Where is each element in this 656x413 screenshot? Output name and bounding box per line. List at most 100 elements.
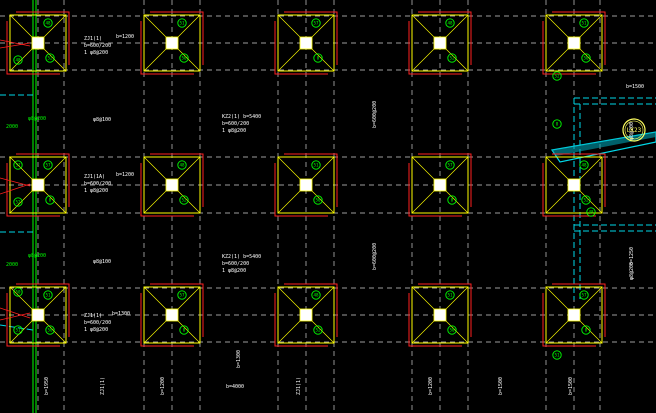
callout-circle — [311, 18, 321, 28]
cap-edge — [16, 283, 70, 337]
column — [31, 178, 45, 192]
pile-label: 1 φ8@200 — [84, 327, 108, 333]
callout-circle — [43, 18, 53, 28]
column — [567, 36, 581, 50]
callout-marker: 57 — [445, 160, 455, 170]
callout-number: 52 — [583, 198, 589, 203]
cap-edge — [140, 163, 194, 217]
callout-circle — [45, 53, 55, 63]
callout-number: 50 — [47, 328, 53, 333]
callout-number: 8 — [585, 328, 588, 333]
callout-circle — [13, 55, 23, 65]
callout-number: 52 — [449, 56, 455, 61]
callout-number: 50 — [449, 328, 455, 333]
callout-number: 51 — [15, 328, 21, 333]
callout-marker: 8 — [179, 325, 189, 335]
leader-line — [0, 42, 31, 49]
callout-marker: 52 — [552, 71, 562, 81]
cap-edge — [418, 153, 472, 207]
lk23-tag[interactable]: LK23 — [622, 118, 646, 142]
cap-outline — [143, 286, 201, 344]
right-wall-lines — [573, 97, 656, 300]
cap-edge — [16, 153, 70, 207]
pile-cap — [6, 283, 70, 347]
callout-marker: 8 — [45, 195, 55, 205]
callout-number: 50 — [583, 56, 589, 61]
callout-number: 57 — [581, 293, 587, 298]
cap-edge — [16, 11, 70, 65]
bottom-label: b=1500 — [568, 377, 574, 395]
vertical-label: b=600@200 — [372, 101, 378, 128]
dim-label: 2000 — [6, 124, 18, 130]
cap-outline — [545, 286, 603, 344]
cap-edge — [418, 283, 472, 337]
callout-marker: 51 — [177, 18, 187, 28]
callout-marker: 51 — [13, 325, 23, 335]
callout-marker: 57 — [579, 290, 589, 300]
callout-number: 48 — [45, 21, 51, 26]
callout-circle — [447, 325, 457, 335]
left-cyan-lines — [0, 94, 34, 331]
callout-number: 48 — [588, 210, 594, 215]
right-label: φ8@200 — [629, 262, 635, 280]
callout-number: 57 — [45, 163, 51, 168]
cap-edge — [408, 163, 462, 217]
callout-circle — [313, 53, 323, 63]
cap-edge — [552, 153, 606, 207]
bottom-label: b=1200 — [160, 377, 166, 395]
bottom-label: b=1500 — [498, 377, 504, 395]
callout-number: 48 — [179, 163, 185, 168]
callout-number: 8 — [183, 328, 186, 333]
callout-number: 48 — [15, 58, 21, 63]
column — [433, 178, 447, 192]
callout-number: 8 — [49, 198, 52, 203]
pile-caps — [6, 11, 606, 347]
callout-number: 57 — [313, 21, 319, 26]
callout-circle — [311, 160, 321, 170]
beam-label: b=600/200 — [222, 121, 249, 127]
bottom-label: b=1200 — [428, 377, 434, 395]
pile-label: b=1200 — [116, 34, 134, 40]
callout-circle — [179, 53, 189, 63]
column — [299, 36, 313, 50]
callout-marker: 57 — [311, 18, 321, 28]
cap-edge — [542, 293, 596, 347]
callout-marker: 51 — [43, 290, 53, 300]
callout-marker: 51 — [445, 290, 455, 300]
bottom-label: b=1300 — [236, 350, 242, 368]
callout-circle — [552, 350, 562, 360]
vertical-label: b=600@200 — [372, 243, 378, 270]
callout-circle — [43, 160, 53, 170]
callout-circle — [179, 195, 189, 205]
cap-outline — [545, 156, 603, 214]
pile-label: ZJ1(1) — [84, 36, 102, 42]
right-label: b=1250 — [629, 247, 635, 265]
pile-cap — [6, 153, 70, 217]
callout-marker: 50 — [313, 195, 323, 205]
callout-marker: 52 — [447, 53, 457, 63]
callout-circle — [45, 195, 55, 205]
pile-cap — [274, 153, 338, 217]
callout-circle — [586, 207, 596, 217]
callout-marker: 50 — [45, 325, 55, 335]
pile-cap — [408, 283, 472, 347]
callout-circle — [552, 71, 562, 81]
column — [165, 36, 179, 50]
callout-circle — [447, 195, 457, 205]
pile-label: b=1200 — [116, 172, 134, 178]
callout-number: 48 — [447, 21, 453, 26]
callout-number: 52 — [554, 74, 560, 79]
callout-circle — [579, 290, 589, 300]
cap-edge — [274, 21, 328, 75]
callout-circle — [179, 325, 189, 335]
callout-marker: 48 — [13, 55, 23, 65]
cap-outline — [143, 156, 201, 214]
cap-edge — [284, 153, 338, 207]
pile-label: b=600/200 — [84, 320, 111, 326]
pile-label: ZJ1(1) — [84, 313, 102, 319]
callout-circle — [313, 195, 323, 205]
callout-number: 48 — [313, 293, 319, 298]
